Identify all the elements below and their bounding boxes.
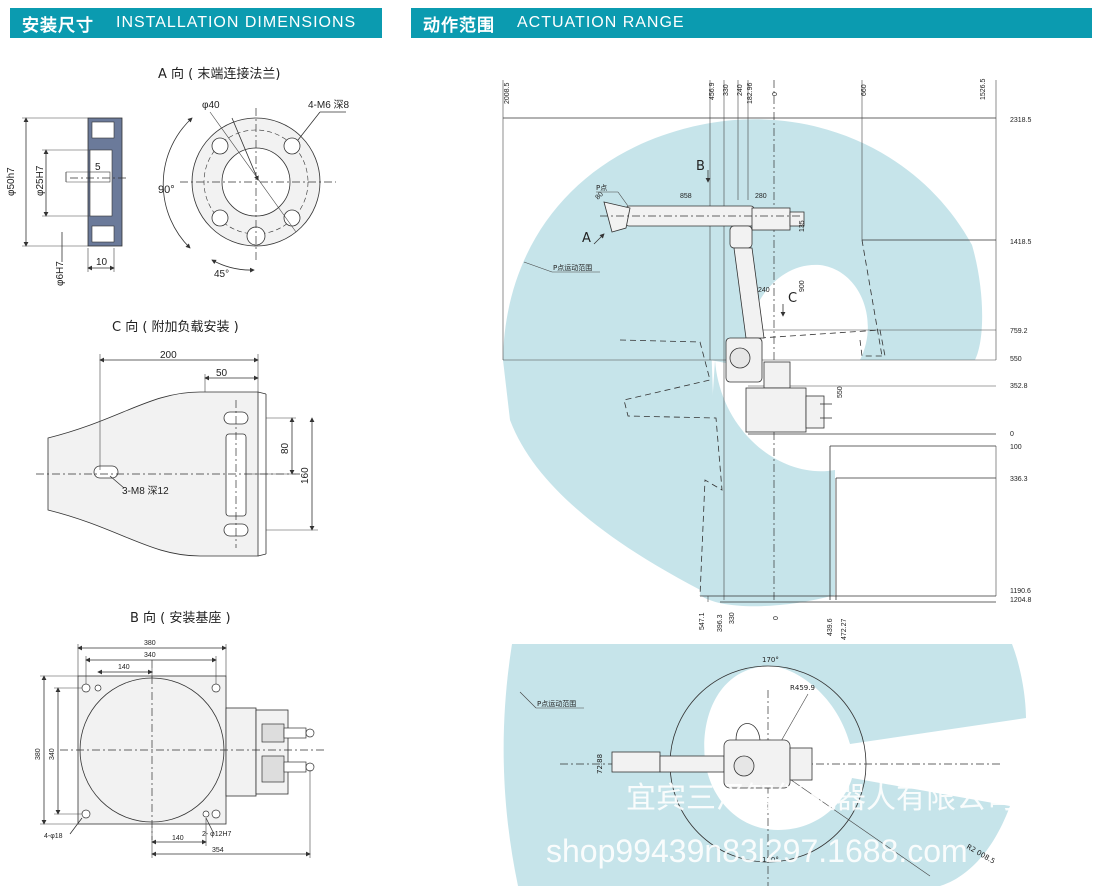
top-r459: R459.9 xyxy=(790,684,815,692)
right-y-label-2: 759.2 xyxy=(1010,328,1028,335)
right-y-labels: 2318.5 1418.5 759.2 550 352.8 0 100 336.3 1190.6… xyxy=(1010,117,1032,604)
top-x-label-3: 240 xyxy=(737,84,744,96)
right-y-label-6: 100 xyxy=(1010,444,1022,451)
top-x-label-2: 330 xyxy=(723,84,730,96)
dim-b140-bot: 140 xyxy=(172,835,184,842)
header-installation-dimensions: 安装尺寸 INSTALLATION DIMENSIONS xyxy=(10,8,382,38)
right-y-label-3: 550 xyxy=(1010,356,1022,363)
right-y-label-9: 1204.8 xyxy=(1010,597,1032,604)
dim-80: 80 xyxy=(594,191,605,202)
actuation-top-view: 170° 170° R459.9 R2 008.5 72.88 P点运动范围 xyxy=(503,644,1027,886)
view-c-title: C 向 ( 附加负载安装 ) xyxy=(112,319,239,335)
actuation-side-view: 858 280 135 240 900 550 80 P点 A B C P点运动… xyxy=(502,78,1032,640)
bottom-x-label-1: 396.3 xyxy=(717,614,724,632)
header-right-en: ACTUATION RANGE xyxy=(517,14,685,31)
p-point-label: P点 xyxy=(596,184,607,192)
dim-b380-left: 380 xyxy=(35,748,42,760)
dim-m8: 3-M8 深12 xyxy=(122,485,169,497)
dim-m6: 4-M6 深8 xyxy=(308,99,350,111)
top-p-range-label: P点运动范围 xyxy=(537,699,576,708)
top-d72: 72.88 xyxy=(596,754,604,774)
bottom-x-label-3: 0 xyxy=(773,616,780,620)
dim-w10: 10 xyxy=(96,257,108,268)
dim-a90: 90° xyxy=(158,184,175,196)
dim-135: 135 xyxy=(799,220,806,232)
dim-b18: 4-φ18 xyxy=(44,833,63,840)
dim-900: 900 xyxy=(799,280,806,292)
view-b-title: B 向 ( 安装基座 ) xyxy=(130,610,231,626)
robot-base xyxy=(745,387,807,433)
robot-upper-arm xyxy=(733,247,765,339)
view-b-base: B 向 ( 安装基座 ) 380 340 140 xyxy=(35,610,326,858)
dim-b140-top: 140 xyxy=(118,664,130,671)
right-y-label-5: 0 xyxy=(1010,431,1014,438)
range-shape-lower xyxy=(700,360,835,607)
dim-b340-left: 340 xyxy=(49,748,56,760)
right-y-label-0: 2318.5 xyxy=(1010,117,1032,124)
header-left-cn: 安装尺寸 xyxy=(22,15,94,36)
bottom-x-label-2: 330 xyxy=(729,612,736,624)
label-c: C xyxy=(788,291,797,306)
dim-c200: 200 xyxy=(160,350,177,361)
view-a-title: A 向 ( 末端连接法兰) xyxy=(158,66,280,82)
dim-550: 550 xyxy=(837,386,844,398)
dim-d50: φ50h7 xyxy=(6,167,17,196)
header-actuation-range: 动作范围 ACTUATION RANGE xyxy=(411,8,1092,38)
top-x-label-1: 456.9 xyxy=(709,82,716,100)
top-range-shape xyxy=(503,644,1027,886)
p-range-label: P点运动范围 xyxy=(553,263,592,272)
dim-d25: φ25H7 xyxy=(35,165,46,196)
header-left-en: INSTALLATION DIMENSIONS xyxy=(116,14,357,31)
watermark-shop: shop99439n83l297.1688.com xyxy=(546,833,968,869)
bottom-x-label-4: 439.6 xyxy=(827,618,834,636)
label-a: A xyxy=(582,231,591,246)
right-y-label-4: 352.8 xyxy=(1010,383,1028,390)
dim-b354: 354 xyxy=(212,847,224,854)
right-y-label-8: 1190.6 xyxy=(1010,588,1031,595)
view-c-load-mount: C 向 ( 附加负载安装 ) 200 50 80 160 3-M8 深12 xyxy=(36,319,318,557)
top-a170-bot: 170° xyxy=(762,856,779,864)
header-right-cn: 动作范围 xyxy=(423,15,495,36)
dim-280: 280 xyxy=(755,193,767,200)
dim-858: 858 xyxy=(680,193,692,200)
bottom-x-label-5: 472.27 xyxy=(841,618,848,640)
dim-d40: φ40 xyxy=(202,100,220,111)
dim-b380-top: 380 xyxy=(144,640,156,647)
dim-240: 240 xyxy=(758,287,770,294)
dim-a45: 45° xyxy=(214,269,229,280)
top-x-label-7: 1526.5 xyxy=(980,78,987,100)
bottom-x-labels: 547.1 396.3 330 0 439.6 472.27 xyxy=(699,612,848,640)
view-a-flange: A 向 ( 末端连接法兰) φ50h7 φ25H7 φ6H7 5 10 xyxy=(6,66,350,286)
top-x-label-0: 2008.5 xyxy=(504,82,511,104)
dim-w5: 5 xyxy=(95,162,101,173)
dim-c80: 80 xyxy=(280,442,291,454)
dim-c50: 50 xyxy=(216,368,228,379)
top-x-label-6: 660 xyxy=(861,84,868,96)
top-x-label-4: 182.96 xyxy=(747,82,754,104)
top-a170-top: 170° xyxy=(762,656,779,664)
dim-b12: 2- φ12H7 xyxy=(202,831,232,838)
right-y-label-7: 336.3 xyxy=(1010,476,1028,483)
dim-c160: 160 xyxy=(300,467,311,484)
watermark-company: 宜宾三泽智能机器人有限公司 xyxy=(626,781,1016,816)
bottom-x-label-0: 547.1 xyxy=(699,612,706,630)
right-y-label-1: 1418.5 xyxy=(1010,239,1032,246)
dim-d6: φ6H7 xyxy=(55,261,66,286)
top-x-label-5: 0 xyxy=(772,92,779,96)
dim-b340-top: 340 xyxy=(144,652,156,659)
label-b: B xyxy=(696,159,705,174)
